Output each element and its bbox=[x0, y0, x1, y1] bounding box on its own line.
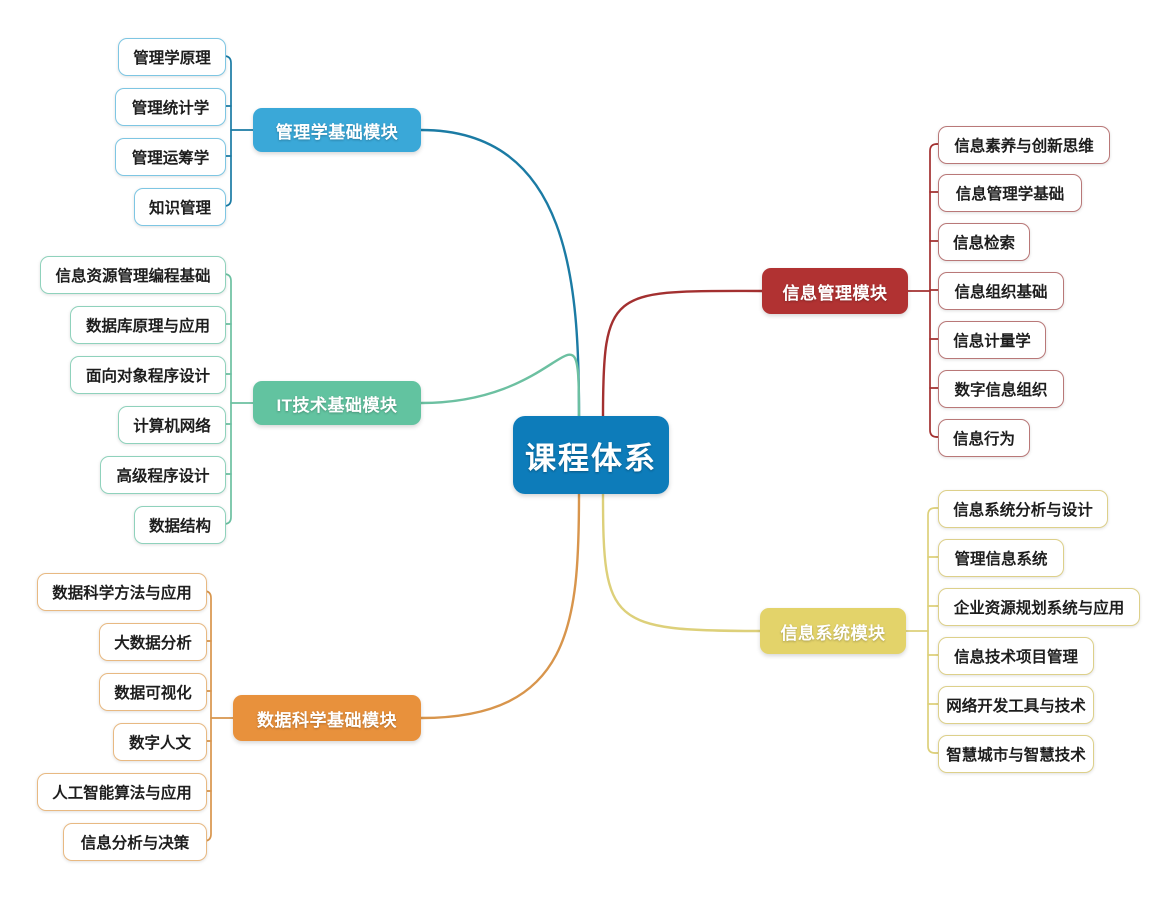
module-node-label: 信息系统模块 bbox=[780, 623, 886, 643]
leaf-node[interactable]: 数据库原理与应用 bbox=[70, 306, 226, 344]
leaf-node[interactable]: 管理统计学 bbox=[115, 88, 226, 126]
leaf-node-label: 智慧城市与智慧技术 bbox=[946, 747, 1086, 764]
leaf-node[interactable]: 信息检索 bbox=[938, 223, 1030, 261]
leaf-node[interactable]: 信息技术项目管理 bbox=[938, 637, 1094, 675]
leaf-node-label: 数据可视化 bbox=[114, 685, 192, 702]
leaf-node[interactable]: 网络开发工具与技术 bbox=[938, 686, 1094, 724]
leaf-node[interactable]: 数字信息组织 bbox=[938, 370, 1064, 408]
module-node-label: 数据科学基础模块 bbox=[257, 710, 397, 730]
leaf-node[interactable]: 智慧城市与智慧技术 bbox=[938, 735, 1094, 773]
leaf-node[interactable]: 管理运筹学 bbox=[115, 138, 226, 176]
module-node-label: 信息管理模块 bbox=[782, 283, 888, 303]
leaf-node-label: 知识管理 bbox=[148, 200, 211, 217]
leaf-node[interactable]: 计算机网络 bbox=[118, 406, 226, 444]
leaf-node[interactable]: 大数据分析 bbox=[99, 623, 207, 661]
leaf-node[interactable]: 管理学原理 bbox=[118, 38, 226, 76]
leaf-node[interactable]: 数据结构 bbox=[134, 506, 226, 544]
leaf-node[interactable]: 数据可视化 bbox=[99, 673, 207, 711]
leaf-node-label: 信息分析与决策 bbox=[80, 835, 190, 852]
leaf-node-label: 数据库原理与应用 bbox=[85, 318, 210, 335]
root-node[interactable]: 课程体系 bbox=[513, 416, 669, 494]
leaf-node-label: 管理统计学 bbox=[131, 100, 210, 117]
leaf-node-label: 计算机网络 bbox=[133, 418, 211, 435]
leaf-node[interactable]: 管理信息系统 bbox=[938, 539, 1064, 577]
leaf-node-label: 数据科学方法与应用 bbox=[52, 585, 192, 602]
leaf-node-label: 人工智能算法与应用 bbox=[52, 785, 192, 802]
leaf-node-label: 管理信息系统 bbox=[954, 551, 1048, 568]
leaf-node-label: 信息素养与创新思维 bbox=[954, 138, 1094, 155]
leaf-node-label: 管理学原理 bbox=[133, 50, 211, 67]
leaf-node-label: 高级程序设计 bbox=[116, 468, 210, 485]
module-node-datascience[interactable]: 数据科学基础模块 bbox=[233, 695, 421, 741]
module-node-label: 管理学基础模块 bbox=[275, 122, 399, 142]
leaf-node-label: 网络开发工具与技术 bbox=[946, 698, 1086, 715]
leaf-node[interactable]: 信息行为 bbox=[938, 419, 1030, 457]
module-node-management[interactable]: 管理学基础模块 bbox=[253, 108, 421, 152]
leaf-node[interactable]: 企业资源规划系统与应用 bbox=[938, 588, 1140, 626]
leaf-node-label: 信息管理学基础 bbox=[955, 186, 1065, 203]
leaf-node[interactable]: 信息管理学基础 bbox=[938, 174, 1082, 212]
module-node-label: IT技术基础模块 bbox=[276, 395, 398, 415]
leaf-node[interactable]: 数据科学方法与应用 bbox=[37, 573, 207, 611]
leaf-node[interactable]: 知识管理 bbox=[134, 188, 226, 226]
leaf-node[interactable]: 信息计量学 bbox=[938, 321, 1046, 359]
leaf-node-label: 数字信息组织 bbox=[954, 382, 1048, 399]
module-node-infosystem[interactable]: 信息系统模块 bbox=[760, 608, 906, 654]
leaf-node-label: 数字人文 bbox=[128, 735, 191, 752]
leaf-node-label: 信息组织基础 bbox=[954, 284, 1048, 301]
leaf-node-label: 面向对象程序设计 bbox=[85, 368, 210, 385]
leaf-node-label: 信息资源管理编程基础 bbox=[55, 268, 211, 285]
module-node-it[interactable]: IT技术基础模块 bbox=[253, 381, 421, 425]
leaf-node[interactable]: 信息系统分析与设计 bbox=[938, 490, 1108, 528]
leaf-node-label: 数据结构 bbox=[148, 518, 211, 535]
root-node-label: 课程体系 bbox=[525, 440, 657, 476]
leaf-node-label: 信息技术项目管理 bbox=[953, 649, 1078, 666]
leaf-node[interactable]: 数字人文 bbox=[113, 723, 207, 761]
leaf-node-label: 大数据分析 bbox=[114, 635, 192, 652]
leaf-node[interactable]: 信息分析与决策 bbox=[63, 823, 207, 861]
leaf-node-label: 管理运筹学 bbox=[131, 150, 210, 167]
leaf-node[interactable]: 信息素养与创新思维 bbox=[938, 126, 1110, 164]
leaf-node[interactable]: 信息组织基础 bbox=[938, 272, 1064, 310]
leaf-node-label: 信息行为 bbox=[952, 431, 1015, 448]
leaf-node[interactable]: 面向对象程序设计 bbox=[70, 356, 226, 394]
leaf-node-label: 信息计量学 bbox=[953, 333, 1031, 350]
leaf-node-label: 企业资源规划系统与应用 bbox=[953, 600, 1125, 617]
leaf-node-label: 信息系统分析与设计 bbox=[953, 502, 1093, 519]
leaf-node[interactable]: 人工智能算法与应用 bbox=[37, 773, 207, 811]
module-node-infomanage[interactable]: 信息管理模块 bbox=[762, 268, 908, 314]
leaf-node-label: 信息检索 bbox=[952, 235, 1015, 252]
leaf-node[interactable]: 高级程序设计 bbox=[100, 456, 226, 494]
leaf-node[interactable]: 信息资源管理编程基础 bbox=[40, 256, 226, 294]
